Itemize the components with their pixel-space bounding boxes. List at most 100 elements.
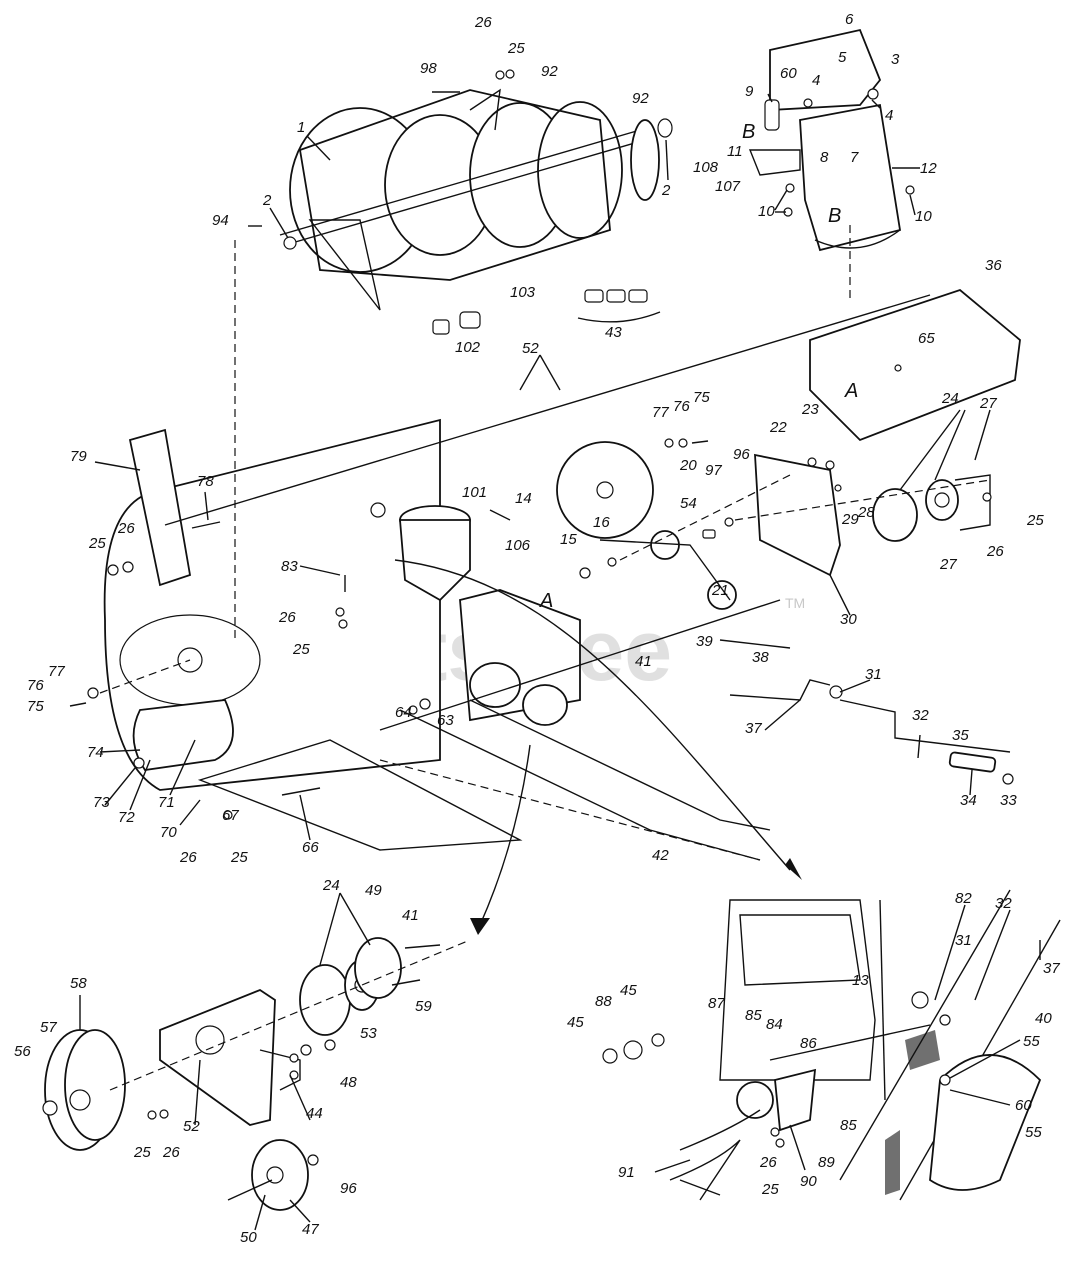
callout-66: 66 xyxy=(302,839,319,856)
callout-98: 98 xyxy=(420,60,437,77)
callout-92: 92 xyxy=(541,63,558,80)
callout-74: 74 xyxy=(87,744,104,761)
pulley-detail xyxy=(42,937,471,1211)
callout-26: 26 xyxy=(179,849,197,866)
callout-102: 102 xyxy=(455,339,481,356)
auger-assembly xyxy=(279,88,660,311)
callout-32: 32 xyxy=(912,707,929,724)
callout-21: 21 xyxy=(711,582,729,599)
callout-40: 40 xyxy=(1035,1010,1052,1027)
callout-31: 31 xyxy=(955,932,972,949)
callout-41: 41 xyxy=(402,907,419,924)
callout-37: 37 xyxy=(745,720,762,737)
callout-35: 35 xyxy=(952,727,969,744)
callout-50: 50 xyxy=(240,1229,257,1246)
callout-31: 31 xyxy=(865,666,882,683)
callout-85: 85 xyxy=(745,1007,762,1024)
callout-83: 83 xyxy=(281,558,298,575)
callout-11: 11 xyxy=(727,143,743,160)
callout-28: 28 xyxy=(857,504,875,521)
dashed-assembly-lines xyxy=(99,240,991,861)
callout-55: 55 xyxy=(1025,1124,1042,1141)
callout-25: 25 xyxy=(1026,512,1044,529)
callout-9: 9 xyxy=(745,83,754,100)
callout-77: 77 xyxy=(652,404,669,421)
callout-90: 90 xyxy=(800,1173,817,1190)
callout-25: 25 xyxy=(88,535,106,552)
callout-7: 7 xyxy=(850,149,859,166)
callout-4: 4 xyxy=(885,107,893,124)
callout-20: 20 xyxy=(679,457,697,474)
callout-25: 25 xyxy=(133,1144,151,1161)
callout-26: 26 xyxy=(278,609,296,626)
callout-45: 45 xyxy=(567,1014,584,1031)
callout-37: 37 xyxy=(1043,960,1060,977)
callout-60: 60 xyxy=(780,65,797,82)
callout-8: 8 xyxy=(820,149,829,166)
callout-38: 38 xyxy=(752,649,769,666)
callout-88: 88 xyxy=(595,993,612,1010)
callout-13: 13 xyxy=(852,972,869,989)
callout-59: 59 xyxy=(415,998,432,1015)
callout-23: 23 xyxy=(801,401,819,418)
auger-housing xyxy=(103,418,441,791)
callout-27: 27 xyxy=(979,395,997,412)
callout-73: 73 xyxy=(93,794,110,811)
callout-39: 39 xyxy=(696,633,713,650)
callout-97: 97 xyxy=(705,462,722,479)
callout-82: 82 xyxy=(955,890,972,907)
callout-27: 27 xyxy=(939,556,957,573)
callout-79: 79 xyxy=(70,448,87,465)
callout-42: 42 xyxy=(652,847,669,864)
housing-top-panel xyxy=(164,288,1021,526)
callout-26: 26 xyxy=(759,1154,777,1171)
callout-60: 60 xyxy=(1015,1097,1032,1114)
callout-26: 26 xyxy=(474,14,492,31)
linkage-rods xyxy=(719,639,1014,785)
callout-54: 54 xyxy=(680,495,697,512)
callout-64: 64 xyxy=(395,704,412,721)
callout-10: 10 xyxy=(758,203,775,220)
callout-10: 10 xyxy=(915,208,932,225)
callout-47: 47 xyxy=(302,1221,319,1238)
callout-67: 67 xyxy=(222,807,239,824)
ref-B: B xyxy=(828,205,841,227)
callout-101: 101 xyxy=(462,484,487,501)
callout-106: 106 xyxy=(505,537,531,554)
callout-41: 41 xyxy=(635,653,652,670)
callout-52: 52 xyxy=(522,340,539,357)
callout-26: 26 xyxy=(986,543,1004,560)
callout-24: 24 xyxy=(941,390,959,407)
callout-25: 25 xyxy=(292,641,310,658)
callout-55: 55 xyxy=(1023,1033,1040,1050)
callout-30: 30 xyxy=(840,611,857,628)
callout-2: 2 xyxy=(661,182,671,199)
callout-14: 14 xyxy=(515,490,532,507)
callout-94: 94 xyxy=(212,212,229,229)
watermark-tm: TM xyxy=(785,595,805,611)
ref-B: B xyxy=(742,121,755,143)
callout-29: 29 xyxy=(841,511,859,528)
callout-43: 43 xyxy=(605,324,622,341)
ref-A: A xyxy=(844,380,858,402)
callout-26: 26 xyxy=(117,520,135,537)
chute-base xyxy=(399,505,471,602)
callout-77: 77 xyxy=(48,663,65,680)
callout-25: 25 xyxy=(230,849,248,866)
callout-52: 52 xyxy=(183,1118,200,1135)
callout-58: 58 xyxy=(70,975,87,992)
callout-15: 15 xyxy=(560,531,577,548)
callout-76: 76 xyxy=(27,677,44,694)
small-hardware xyxy=(69,364,992,820)
callout-70: 70 xyxy=(160,824,177,841)
shear-pin-hardware xyxy=(248,69,673,335)
callout-56: 56 xyxy=(14,1043,31,1060)
callout-91: 91 xyxy=(618,1164,635,1181)
callout-75: 75 xyxy=(693,389,710,406)
discharge-chute xyxy=(748,28,915,300)
callout-96: 96 xyxy=(733,446,750,463)
callout-63: 63 xyxy=(437,712,454,729)
callout-16: 16 xyxy=(593,514,610,531)
callout-34: 34 xyxy=(960,792,977,809)
callout-5: 5 xyxy=(838,49,847,66)
